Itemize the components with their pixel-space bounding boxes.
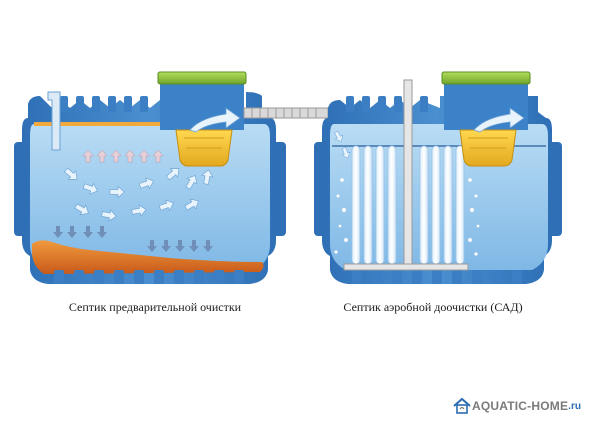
left-inlet-pipe [47, 91, 61, 151]
left-tank-caption: Септик предварительной очистки [68, 300, 242, 314]
right-air-bubbles [333, 177, 480, 257]
right-tank-side-bumper-l [314, 142, 328, 236]
right-tank-side-bumper-r [548, 142, 562, 236]
left-tank-sludge [32, 240, 264, 274]
house-icon [453, 397, 471, 414]
right-top-ribs [346, 96, 428, 112]
left-tank-side-bumper-r [272, 142, 286, 236]
left-top-ribs [60, 96, 148, 112]
left-outflow-arrow-icon [189, 107, 241, 133]
left-tank [14, 71, 286, 284]
right-aeration-pipe [343, 79, 469, 271]
right-tank-caption: Септик аэробной доочистки (САД) [343, 300, 523, 314]
right-bottom-ribs [352, 270, 522, 284]
left-tank-scum-layer [34, 122, 164, 126]
right-outflow-arrow-icon [473, 107, 525, 133]
watermark-logo: AQUATIC-HOME .ru [452, 395, 581, 417]
connecting-pipe [243, 107, 329, 119]
right-tank-lid [441, 71, 531, 85]
left-tank-side-bumper-l [14, 142, 28, 236]
left-tank-lid [157, 71, 247, 85]
watermark-suffix: .ru [568, 400, 581, 412]
left-bottom-ribs [54, 270, 244, 284]
right-tank [314, 71, 562, 284]
right-bio-media [351, 145, 465, 265]
watermark-brand: AQUATIC-HOME [472, 399, 569, 413]
